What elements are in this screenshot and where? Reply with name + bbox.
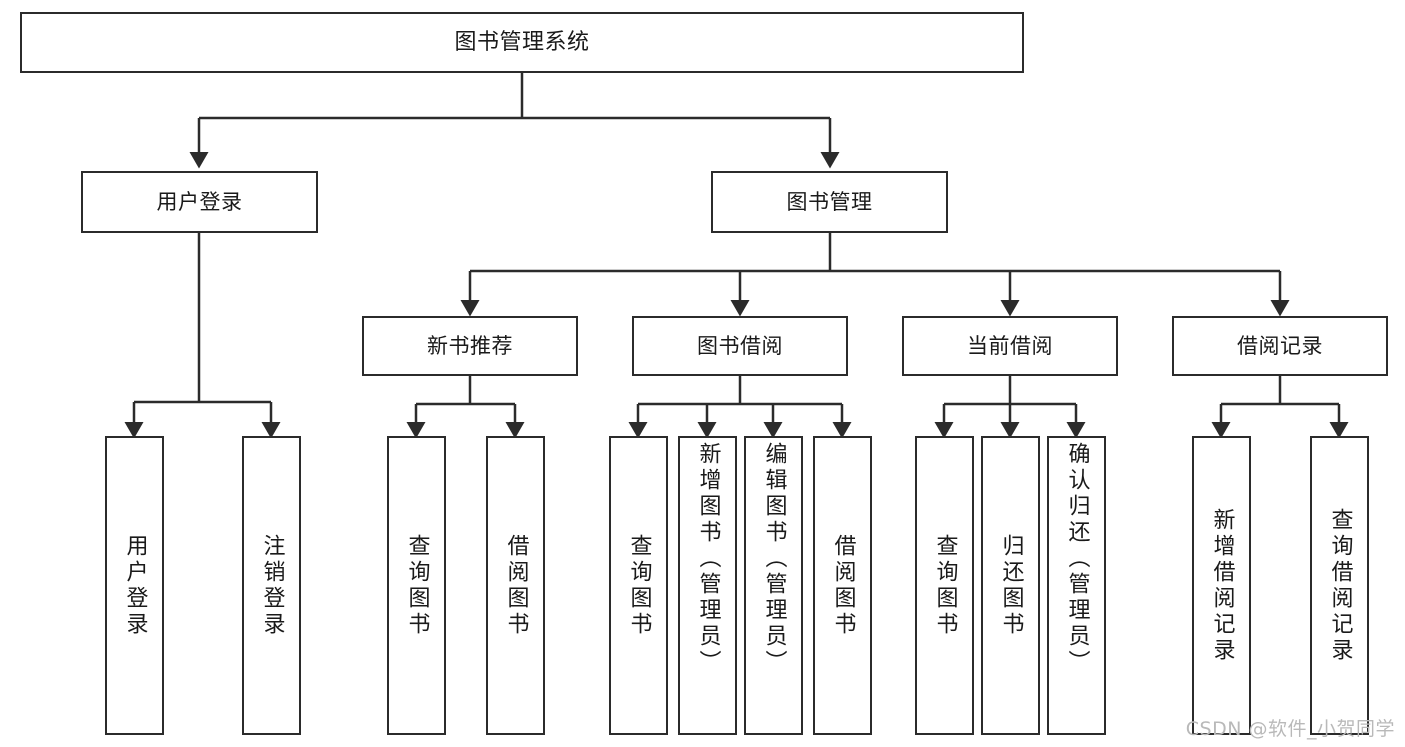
node-book-borrow[interactable]: 图书借阅 bbox=[632, 316, 848, 376]
node-leaf-query-book-2-label: 查询图书 bbox=[626, 533, 652, 638]
node-leaf-query-book-3[interactable]: 查询图书 bbox=[915, 436, 974, 735]
node-leaf-borrow-book-2[interactable]: 借阅图书 bbox=[813, 436, 872, 735]
node-root[interactable]: 图书管理系统 bbox=[20, 12, 1024, 73]
node-user-login-label: 用户登录 bbox=[156, 189, 243, 214]
node-leaf-query-book-3-label: 查询图书 bbox=[932, 533, 958, 638]
node-current-borrow-label: 当前借阅 bbox=[967, 333, 1053, 358]
node-book-management[interactable]: 图书管理 bbox=[711, 171, 948, 233]
watermark-text: CSDN @软件_小贺同学 bbox=[1185, 718, 1395, 740]
node-user-login[interactable]: 用户登录 bbox=[81, 171, 318, 233]
node-new-book-recommend[interactable]: 新书推荐 bbox=[362, 316, 578, 376]
node-leaf-add-book[interactable]: 新增图书（管理员） bbox=[678, 436, 737, 735]
node-leaf-query-record-label: 查询借阅记录 bbox=[1327, 507, 1353, 664]
node-leaf-logout-login[interactable]: 注销登录 bbox=[242, 436, 301, 735]
node-leaf-return-book-label: 归还图书 bbox=[998, 533, 1024, 638]
node-borrow-record[interactable]: 借阅记录 bbox=[1172, 316, 1388, 376]
node-leaf-add-record[interactable]: 新增借阅记录 bbox=[1192, 436, 1251, 735]
node-leaf-query-book-2[interactable]: 查询图书 bbox=[609, 436, 668, 735]
node-leaf-query-book-1[interactable]: 查询图书 bbox=[387, 436, 446, 735]
node-book-borrow-label: 图书借阅 bbox=[697, 333, 783, 358]
node-leaf-edit-book[interactable]: 编辑图书（管理员） bbox=[744, 436, 803, 735]
node-leaf-logout-login-label: 注销登录 bbox=[259, 533, 285, 638]
node-leaf-edit-book-label: 编辑图书（管理员） bbox=[761, 442, 787, 676]
node-leaf-query-record[interactable]: 查询借阅记录 bbox=[1310, 436, 1369, 735]
node-leaf-borrow-book-2-label: 借阅图书 bbox=[830, 533, 856, 638]
node-new-book-recommend-label: 新书推荐 bbox=[427, 333, 513, 358]
node-book-management-label: 图书管理 bbox=[786, 189, 873, 214]
node-leaf-query-book-1-label: 查询图书 bbox=[404, 533, 430, 638]
node-leaf-add-book-label: 新增图书（管理员） bbox=[695, 442, 721, 676]
node-leaf-borrow-book-1[interactable]: 借阅图书 bbox=[486, 436, 545, 735]
node-leaf-return-book[interactable]: 归还图书 bbox=[981, 436, 1040, 735]
node-leaf-confirm-return[interactable]: 确认归还（管理员） bbox=[1047, 436, 1106, 735]
node-leaf-add-record-label: 新增借阅记录 bbox=[1209, 507, 1235, 664]
node-borrow-record-label: 借阅记录 bbox=[1237, 333, 1323, 358]
node-leaf-borrow-book-1-label: 借阅图书 bbox=[503, 533, 529, 638]
node-root-label: 图书管理系统 bbox=[454, 29, 590, 55]
node-leaf-user-login-label: 用户登录 bbox=[122, 533, 148, 638]
node-current-borrow[interactable]: 当前借阅 bbox=[902, 316, 1118, 376]
node-leaf-user-login[interactable]: 用户登录 bbox=[105, 436, 164, 735]
node-leaf-confirm-return-label: 确认归还（管理员） bbox=[1064, 442, 1090, 676]
